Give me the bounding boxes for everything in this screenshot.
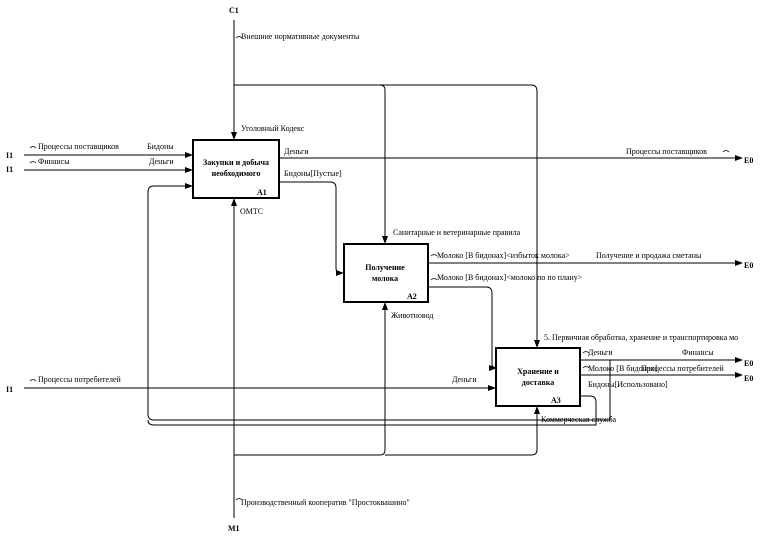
label-commercial-service: Коммерческая служба	[541, 415, 617, 424]
label-supplier-processes-out: Процессы поставщиков	[626, 147, 707, 156]
box-a1-title-line1: Закупки и добыча	[203, 158, 269, 167]
label-supplier-processes-in: Процессы поставщиков	[38, 142, 119, 151]
arrow-milk-consumer-out[interactable]	[581, 366, 743, 378]
box-a2-number: A2	[407, 292, 417, 301]
arrow-external-docs-to-a3[interactable]	[234, 84, 540, 348]
tunnel-i1-a: I1	[6, 151, 13, 160]
arrow-empty-bidons[interactable]	[280, 181, 344, 276]
label-consumer-processes-in: Процессы потребителей	[38, 375, 122, 384]
label-money-in: Деньги	[149, 157, 174, 166]
label-money-out-a1: Деньги	[284, 147, 309, 156]
box-a2-title-line2: молока	[372, 274, 398, 283]
box-a2-title-line1: Получение	[365, 263, 405, 272]
label-milk-excess: Молоко [В бидонах]<избыток молока>	[437, 251, 570, 260]
arrow-coop[interactable]	[233, 302, 540, 518]
label-omts: ОМТС	[240, 207, 263, 216]
arrow-consumer-processes-in[interactable]	[24, 379, 496, 391]
tunnel-i1-c: I1	[6, 385, 13, 394]
label-criminal-code: Уголовный Кодекс	[241, 124, 305, 133]
activity-box-a2[interactable]: Получение молока A2	[343, 243, 429, 303]
label-money-out-a3: Деньги	[588, 348, 613, 357]
arrow-supplier-processes-out[interactable]	[280, 150, 743, 161]
arrow-external-docs[interactable]	[231, 20, 243, 140]
tunnel-m1: M1	[228, 524, 240, 533]
label-sanitary-rules: Санитарные и ветеринарные правила	[393, 228, 521, 237]
label-finance-in: Финансы	[38, 157, 70, 166]
arrow-milk-plan[interactable]	[429, 278, 497, 371]
label-livestock: Животновод	[391, 311, 433, 320]
label-milk-sale: Получение и продажа сметаны	[596, 251, 702, 260]
box-a3-title-line2: доставка	[522, 378, 554, 387]
arrow-finance-in[interactable]	[24, 161, 193, 173]
activity-box-a3[interactable]: Хранение и доставка A3	[495, 347, 581, 407]
tunnel-c1: C1	[229, 6, 239, 15]
activity-box-a1[interactable]: Закупки и добыча необходимого A1	[192, 139, 280, 199]
box-a3-title-line1: Хранение и	[517, 367, 559, 376]
label-money-in-a3: Деньги	[452, 375, 477, 384]
label-bidons-in: Бидоны	[147, 142, 174, 151]
label-milk-plan: Молоко [В бидонах]<молоко по по плану>	[437, 273, 583, 282]
arrow-supplier-processes-in[interactable]	[24, 146, 193, 158]
arrow-milk-excess[interactable]	[429, 254, 743, 266]
tunnel-e0-c: E0	[744, 359, 753, 368]
label-finance-out: Финансы	[682, 348, 714, 357]
arrow-commercial-loop[interactable]	[147, 395, 597, 426]
label-consumer-processes-out: Процессы потребителей	[641, 364, 725, 373]
label-coop: Производственный кооператив "Простокваши…	[241, 498, 410, 507]
box-a1-title-line2: необходимого	[212, 169, 261, 178]
label-external-docs: Внешние нормативные документы	[241, 32, 360, 41]
arrow-finance-out[interactable]	[581, 351, 743, 363]
label-used-bidons: Бидоны[Использовано]	[588, 380, 668, 389]
tunnel-e0-d: E0	[744, 374, 753, 383]
tunnel-e0-b: E0	[744, 261, 753, 270]
tunnel-i1-b: I1	[6, 165, 13, 174]
label-empty-bidons: Бидоны[Пустые]	[284, 169, 342, 178]
label-milk-to-consumer: Молоко [В бидонах]	[588, 364, 658, 373]
label-primary-processing: 5. Первичная обработка, хранение и транс…	[544, 333, 738, 342]
arrow-money-feedback[interactable]	[147, 183, 611, 421]
tunnel-e0-a: E0	[744, 156, 753, 165]
box-a3-number: A3	[551, 396, 561, 405]
box-a1-number: A1	[257, 188, 267, 197]
